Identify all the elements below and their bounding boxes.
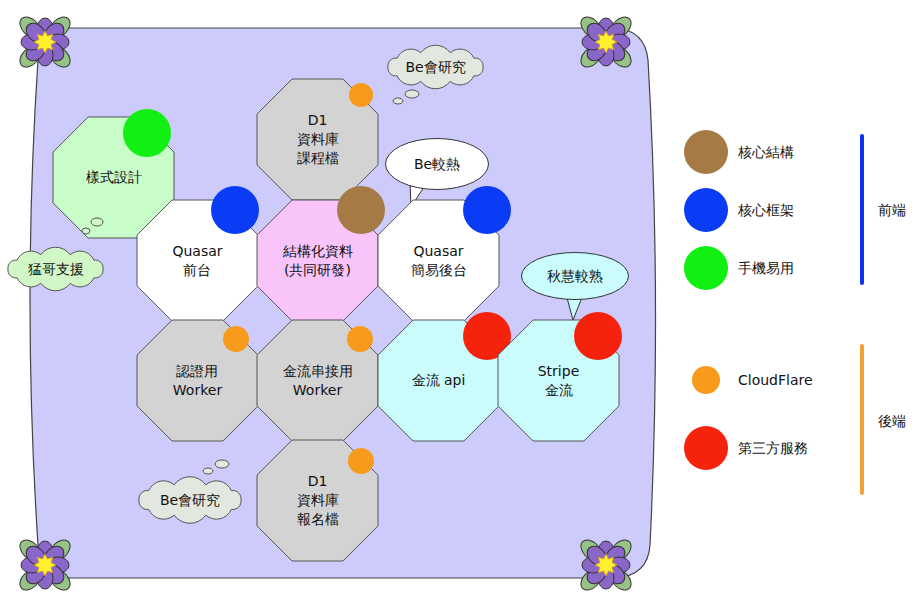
corner-flower <box>16 536 74 594</box>
node-text-area: D1 資料庫 課程檔 <box>257 79 378 200</box>
octagon-box: D1 資料庫 課程檔 <box>257 79 378 200</box>
node-text-area: 金流串接用 Worker <box>257 320 378 441</box>
octagon-box: Stripe 金流 <box>498 320 619 441</box>
group-label: 前端 <box>878 201 906 220</box>
node-label: 金流串接用 Worker <box>283 362 353 400</box>
node-extras <box>82 218 103 234</box>
legend-swatch <box>684 130 728 174</box>
category-dot <box>349 83 373 107</box>
node-text-area: 猛哥支援 <box>3 250 108 288</box>
octagon-box: Quasar 簡易後台 <box>378 200 499 321</box>
node-label: 猛哥支援 <box>28 260 84 279</box>
speech-bubble: Be較熱 <box>385 138 489 190</box>
thought-puff <box>91 218 103 226</box>
node-outline <box>378 200 499 321</box>
node-label: Quasar 簡易後台 <box>411 242 467 280</box>
legend-swatch <box>684 426 728 470</box>
category-dot <box>574 312 622 360</box>
thought-cloud: Be會研究 <box>383 48 488 86</box>
node-label: 秋慧較熟 <box>547 267 603 286</box>
node-outline <box>137 320 258 441</box>
category-dot <box>123 109 171 157</box>
node-label: 結構化資料 (共同研發) <box>283 242 353 280</box>
node-extras <box>393 90 419 104</box>
corner-flower <box>577 536 635 594</box>
octagon-box: Quasar 前台 <box>137 200 258 321</box>
legend-swatch <box>692 366 720 394</box>
node-text-area: 秋慧較熟 <box>521 252 629 300</box>
node-extras <box>203 460 229 474</box>
node-label: Be會研究 <box>405 58 465 77</box>
legend-text: 手機易用 <box>738 259 794 278</box>
cloud-shape <box>388 45 483 89</box>
node-label: Stripe 金流 <box>538 362 580 400</box>
thought-puff <box>215 460 229 468</box>
node-text-area: Stripe 金流 <box>498 320 619 441</box>
node-text-area: Be較熱 <box>385 138 489 190</box>
thought-puff <box>405 90 419 98</box>
category-dot <box>347 326 373 352</box>
legend-swatch <box>684 188 728 232</box>
category-dot <box>223 326 249 352</box>
node-outline <box>137 200 258 321</box>
node-text-area: 認證用 Worker <box>137 320 258 441</box>
region-background <box>30 28 656 578</box>
thought-cloud: Be會研究 <box>134 480 246 520</box>
thought-puff <box>203 468 213 474</box>
node-text-area: Quasar 前台 <box>137 200 258 321</box>
bubble-shape <box>522 253 629 300</box>
octagon-shape <box>257 440 378 561</box>
node-text-area: Quasar 簡易後台 <box>378 200 499 321</box>
node-text-area: Be會研究 <box>383 48 488 86</box>
octagon-box: 金流串接用 Worker <box>257 320 378 441</box>
octagon-box: 結構化資料 (共同研發) <box>257 200 378 321</box>
thought-cloud: 猛哥支援 <box>3 250 108 288</box>
cloud-shape <box>8 247 103 291</box>
thought-puff <box>82 228 90 234</box>
node-label: 認證用 Worker <box>173 362 222 400</box>
octagon-shape <box>257 320 378 441</box>
node-label: Be較熱 <box>414 155 460 174</box>
node-text-area: 金流 api <box>378 320 499 441</box>
category-dot <box>211 186 259 234</box>
legend-text: 核心框架 <box>738 201 794 220</box>
node-outline <box>257 320 378 441</box>
node-label: Quasar 前台 <box>172 242 222 280</box>
node-text-area: 結構化資料 (共同研發) <box>257 200 378 321</box>
octagon-box: 認證用 Worker <box>137 320 258 441</box>
group-label: 後端 <box>878 412 906 431</box>
node-label: D1 資料庫 報名檔 <box>297 472 339 529</box>
node-text-area: Be會研究 <box>134 480 246 520</box>
octagon-box: D1 資料庫 報名檔 <box>257 440 378 561</box>
node-label: Be會研究 <box>160 491 220 510</box>
node-label: 金流 api <box>412 371 466 390</box>
bracket-line <box>860 346 864 493</box>
category-dot <box>463 186 511 234</box>
bracket-line <box>860 136 864 283</box>
legend-text: CloudFlare <box>738 371 813 390</box>
octagon-shape <box>257 79 378 200</box>
node-label: D1 資料庫 課程檔 <box>297 111 339 168</box>
legend-swatch <box>684 246 728 290</box>
node-outline <box>257 200 378 321</box>
corner-flower <box>16 13 74 71</box>
node-text-area: D1 資料庫 報名檔 <box>257 440 378 561</box>
node-outline <box>498 320 619 441</box>
category-dot <box>337 186 385 234</box>
legend-text: 第三方服務 <box>738 439 808 458</box>
bubble-shape <box>386 139 489 190</box>
cloud-shape <box>139 477 241 524</box>
category-dot <box>348 448 374 474</box>
speech-bubble: 秋慧較熟 <box>521 252 629 300</box>
octagon-shape <box>137 320 258 441</box>
node-label: 樣式設計 <box>86 168 142 187</box>
legend-text: 核心結構 <box>738 143 794 162</box>
thought-puff <box>393 98 403 104</box>
corner-flower <box>577 13 635 71</box>
octagon-box: 金流 api <box>378 320 499 441</box>
